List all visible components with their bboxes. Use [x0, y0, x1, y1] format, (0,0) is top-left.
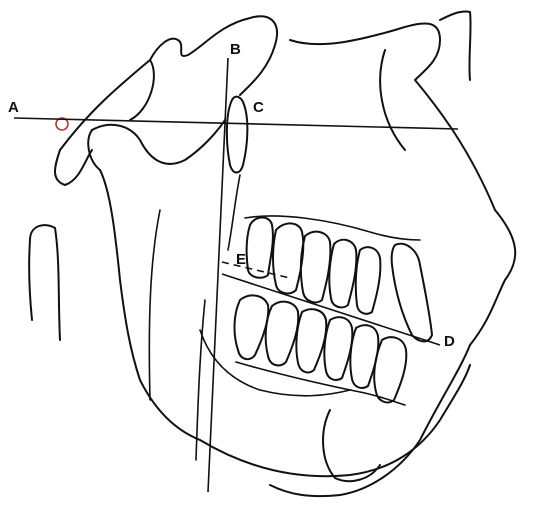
upper-tooth [273, 223, 303, 293]
vertebra-edge [29, 240, 32, 320]
lower-tooth [296, 309, 326, 372]
lower-teeth [234, 295, 406, 405]
lower-tooth [234, 295, 268, 359]
orbit-outline [380, 50, 405, 150]
occlusal-dashed-line [222, 262, 290, 278]
condyle-outline [88, 130, 200, 440]
upper-tooth [356, 247, 381, 314]
lower-tooth [266, 302, 299, 366]
lower-incisor [374, 337, 406, 402]
label-b: B [230, 41, 241, 58]
label-a: A [8, 99, 19, 116]
coronoid-process-outline [227, 97, 248, 173]
upper-tooth [301, 232, 330, 303]
upper-teeth [245, 216, 432, 341]
upper-gum-line [245, 216, 420, 240]
skull-back-outline [130, 60, 154, 120]
upper-incisor [392, 244, 432, 342]
articular-eminence-outline [55, 150, 92, 185]
nose-outline [440, 12, 471, 80]
upper-tooth [329, 240, 356, 308]
ramus-posterior-line [196, 300, 205, 460]
label-e: E [236, 251, 246, 268]
sigmoid-notch-outline [92, 120, 225, 164]
vertebra-outline [30, 225, 60, 340]
occlusal-plane-line [222, 274, 440, 345]
label-c: C [253, 99, 264, 116]
label-d: D [444, 333, 455, 350]
lower-tooth [324, 317, 352, 380]
ramus-inner-line-2 [228, 175, 240, 250]
ramus-inner-line [149, 210, 160, 400]
